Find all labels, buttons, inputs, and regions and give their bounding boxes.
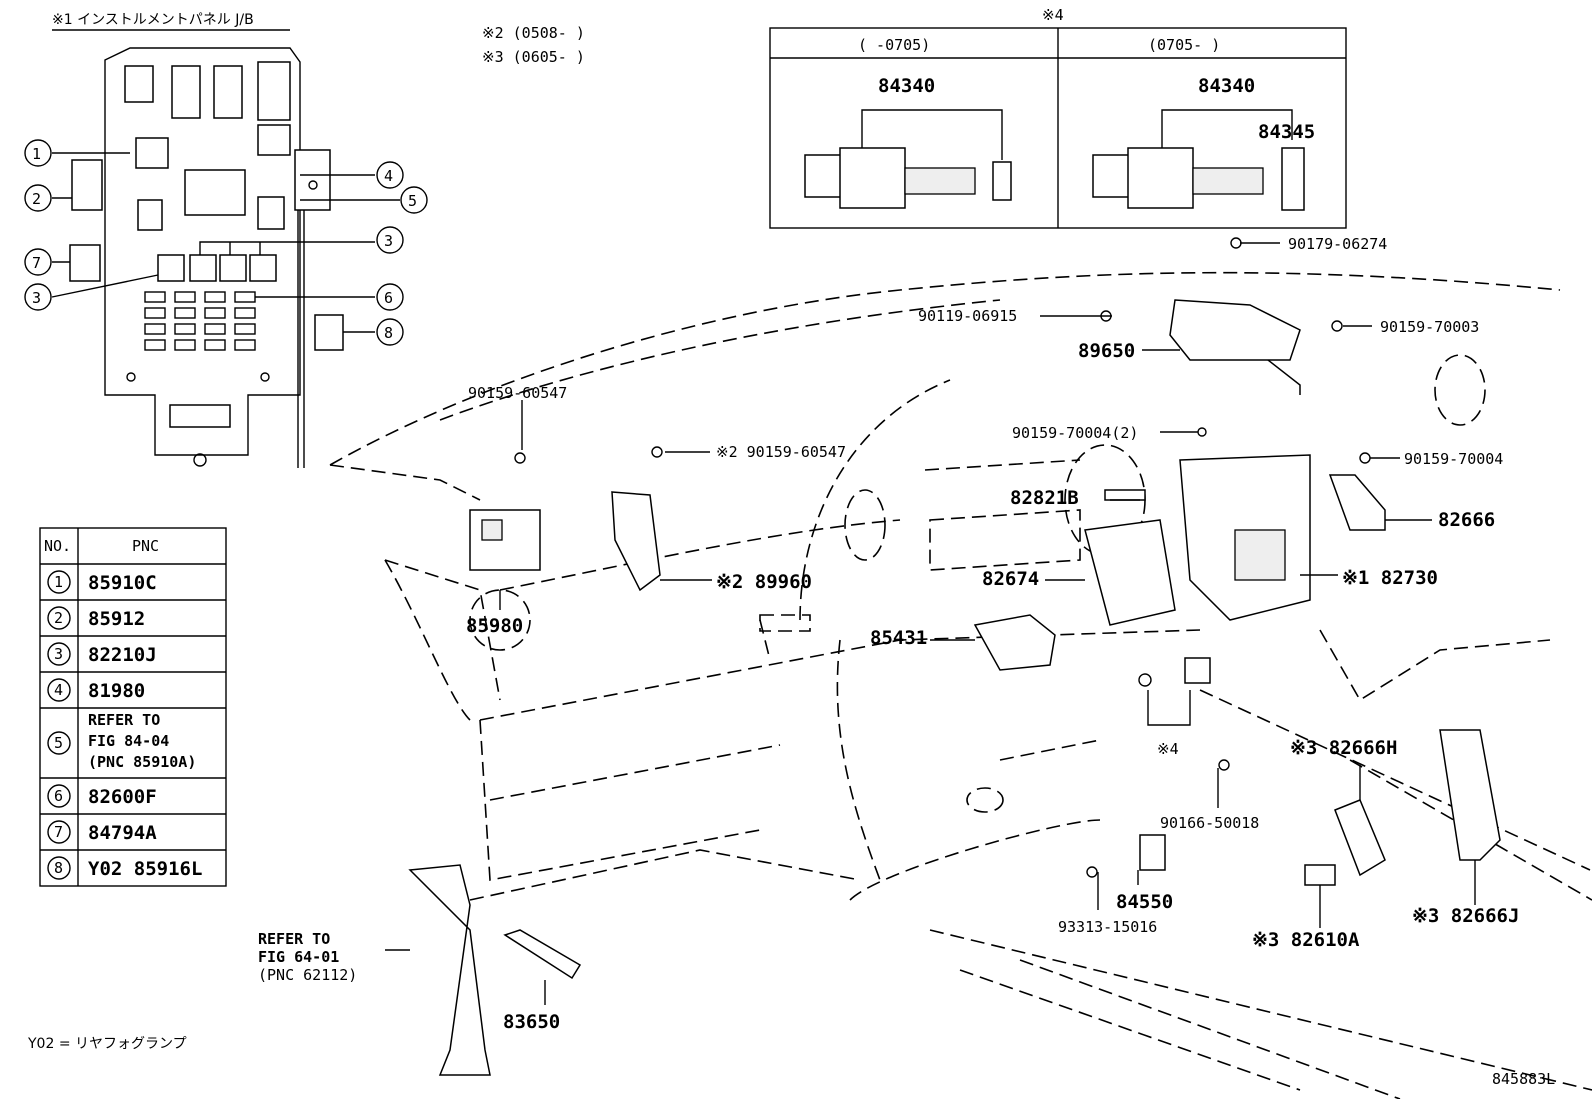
label-82666: 82666 (1438, 509, 1495, 531)
table-row-no: 1 (54, 573, 63, 591)
label-83650: 83650 (503, 1011, 560, 1033)
table-row-no: 6 (54, 787, 63, 805)
table-row-pnc: 82600F (88, 786, 157, 808)
label-note-4: ※4 (1157, 740, 1179, 758)
instrument-panel-outline (329, 271, 1592, 1099)
jb-callouts: 1 2 7 3 4 5 3 6 8 (24, 139, 428, 346)
label-90159-70004-2: 90159-70004(2) (1012, 424, 1138, 442)
label-82674: 82674 (982, 568, 1039, 590)
inset-left-header: ( -0705) (858, 36, 930, 54)
date-note-3: ※3 (0605- ) (482, 48, 585, 66)
footnote: Y02 = リヤフォグランプ (27, 1036, 187, 1052)
callout-1: 1 (32, 145, 41, 163)
callout-3b: 3 (32, 289, 41, 307)
table-row-pnc: 84794A (88, 822, 157, 844)
part-labels: 90179-06274 90119-06915 90159-70003 8965… (258, 235, 1519, 1033)
table-header-pnc: PNC (132, 537, 159, 555)
table-row-no: 5 (54, 734, 63, 752)
table-row-no: 2 (54, 609, 63, 627)
jb-title: ※1 インストルメントパネル J/B (52, 12, 254, 28)
label-90159-70003: 90159-70003 (1380, 318, 1479, 336)
date-note-2: ※2 (0508- ) (482, 24, 585, 42)
inset-marker: ※4 (1042, 6, 1064, 24)
switch-inset-box: ※4 ( -0705) (0705- ) 84340 84340 84345 (769, 6, 1347, 229)
junction-block-inset: ※1 インストルメントパネル J/B (24, 12, 428, 468)
label-90159-60547-a: 90159-60547 (468, 384, 567, 402)
table-row-pnc: 82210J (88, 644, 157, 666)
label-85431: 85431 (870, 627, 927, 649)
inset-right-header: (0705- ) (1148, 36, 1220, 54)
label-90166-50018: 90166-50018 (1160, 814, 1259, 832)
callout-2: 2 (32, 190, 41, 208)
label-85980: 85980 (466, 615, 523, 637)
label-93313-15016: 93313-15016 (1058, 918, 1157, 936)
table-row-no: 3 (54, 645, 63, 663)
label-82666H: ※3 82666H (1290, 737, 1397, 759)
label-90179-06274: 90179-06274 (1288, 235, 1387, 253)
leader-lines (385, 242, 1476, 1005)
table-row-no: 7 (54, 823, 63, 841)
label-82821B: 82821B (1010, 487, 1079, 509)
label-89960: ※2 89960 (716, 571, 812, 593)
table-row-pnc: 81980 (88, 680, 145, 702)
figure-id: 845883L (1492, 1070, 1555, 1088)
label-90159-70004: 90159-70004 (1404, 450, 1503, 468)
table-row-no: 8 (54, 859, 63, 877)
callout-4: 4 (384, 167, 393, 185)
label-90119-06915: 90119-06915 (918, 307, 1017, 325)
label-84550: 84550 (1116, 891, 1173, 913)
label-89650: 89650 (1078, 340, 1135, 362)
label-refer-to: REFER TO (258, 930, 330, 948)
inset-right-part: 84340 (1198, 75, 1255, 97)
table-row-pnc: Y02 85916L (88, 858, 202, 880)
pnc-table: NO. PNC 1 85910C 2 85912 3 82210J 4 81980 5 REFER T… (39, 527, 227, 887)
callout-8: 8 (384, 324, 393, 342)
callout-7: 7 (32, 254, 41, 272)
table-row-no: 4 (54, 681, 63, 699)
component-shapes (408, 237, 1501, 1076)
table-row-pnc: 85912 (88, 608, 145, 630)
label-82610A: ※3 82610A (1252, 929, 1360, 951)
table-row-pnc: FIG 84-04 (88, 732, 169, 750)
table-header-no: NO. (44, 537, 71, 555)
label-82666J: ※3 82666J (1412, 905, 1519, 927)
label-82730: ※1 82730 (1342, 567, 1438, 589)
label-refer-pnc: (PNC 62112) (258, 966, 357, 984)
callout-3a: 3 (384, 232, 393, 250)
callout-5: 5 (408, 192, 417, 210)
table-row-pnc: REFER TO (88, 711, 160, 729)
label-refer-fig: FIG 64-01 (258, 948, 339, 966)
table-row-pnc: 85910C (88, 572, 157, 594)
callout-6: 6 (384, 289, 393, 307)
inset-left-part: 84340 (878, 75, 935, 97)
label-90159-60547-b: ※2 90159-60547 (716, 443, 846, 461)
table-row-pnc: (PNC 85910A) (88, 753, 196, 771)
inset-right-subpart: 84345 (1258, 121, 1315, 143)
